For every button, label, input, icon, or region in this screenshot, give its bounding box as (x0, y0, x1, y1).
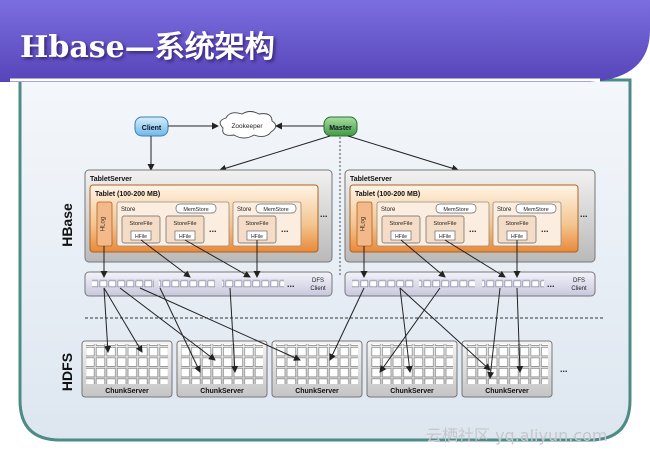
chunkserver-4: ChunkServer (366, 340, 458, 398)
hlog-label: HLog (101, 217, 107, 231)
store-label: Store (121, 207, 136, 213)
storefile-label: StoreFile (433, 221, 456, 227)
hlog-label: HLog (361, 217, 367, 231)
chunkserver-3: ChunkServer (271, 340, 363, 398)
tablet-label: Tablet (100-200 MB) (95, 191, 160, 198)
storefile-label: StoreFile (245, 221, 268, 227)
memstore-label: MemStore (443, 207, 468, 213)
hfile-label: HFile (179, 234, 191, 240)
ellipsis: ... (320, 209, 328, 219)
ellipsis: ... (541, 224, 549, 234)
master-label: Master (329, 125, 352, 132)
storefile-label: StoreFile (173, 221, 196, 227)
top-arrows (147, 122, 459, 275)
client-label: Client (142, 125, 162, 132)
tablet-server-label: TabletServer (90, 176, 132, 183)
tablet-label: Tablet (100-200 MB) (355, 191, 420, 198)
chunkserver-2: ChunkServer (176, 340, 268, 398)
chunkserver-label: ChunkServer (390, 388, 434, 395)
storefile-label: StoreFile (129, 221, 152, 227)
dfs-client-label: Client (571, 286, 587, 292)
storefile-label: StoreFile (389, 221, 412, 227)
dfs-client-1: ... DFS Client (84, 271, 333, 297)
ellipsis: ... (547, 279, 555, 289)
master-node: Master (323, 116, 358, 137)
chunkserver-5: ChunkServer (461, 340, 553, 398)
ellipsis: ... (469, 224, 477, 234)
store-label: Store (381, 207, 396, 213)
store-label: Store (237, 207, 252, 213)
watermark: 云栖社区 yq.aliyun.com (426, 426, 608, 445)
tablet-server-label: TabletServer (350, 176, 392, 183)
chunkserver-label: ChunkServer (485, 388, 529, 395)
client-node: Client (134, 116, 169, 137)
memstore-label: MemStore (523, 207, 548, 213)
ellipsis: ... (287, 279, 295, 289)
chunkserver-label: ChunkServer (105, 388, 149, 395)
dfs-label: DFS (312, 278, 324, 284)
slide-title: Hbase—系统架构 (20, 30, 275, 65)
store-label: Store (497, 207, 512, 213)
chunkserver-1: ChunkServer (81, 340, 173, 398)
tablet-server-2: TabletServer Tablet (100-200 MB) HLog St… (344, 169, 596, 263)
storefile-label: StoreFile (505, 221, 528, 227)
ellipsis: ... (580, 209, 588, 219)
dfs-label: DFS (573, 278, 585, 284)
ellipsis: ... (560, 364, 568, 374)
hdfs-label: HDFS (59, 353, 75, 391)
hfile-label: HFile (439, 234, 451, 240)
tablet-to-dfs-arrows (100, 239, 521, 278)
memstore-label: MemStore (263, 207, 288, 213)
chunkserver-label: ChunkServer (200, 388, 244, 395)
hbase-label: HBase (59, 203, 75, 247)
title-banner (0, 0, 650, 82)
hfile-label: HFile (395, 234, 407, 240)
ellipsis: ... (281, 224, 289, 234)
dfs-client-2: ... DFS Client (344, 271, 596, 297)
memstore-label: MemStore (183, 207, 208, 213)
ellipsis: ... (209, 224, 217, 234)
hfile-label: HFile (511, 234, 523, 240)
hfile-label: HFile (251, 234, 263, 240)
tablet-server-1: TabletServer Tablet (100-200 MB) HLog St… (84, 169, 333, 263)
dfs-to-chunkserver-arrows (103, 287, 524, 379)
dfs-client-label: Client (310, 286, 326, 292)
chunkservers: ChunkServer ChunkServer ChunkServer Chun… (81, 340, 568, 398)
zookeeper-label: Zookeeper (231, 123, 263, 130)
zookeeper-cloud: Zookeeper (219, 111, 277, 139)
chunkserver-label: ChunkServer (295, 388, 339, 395)
hfile-label: HFile (135, 234, 147, 240)
